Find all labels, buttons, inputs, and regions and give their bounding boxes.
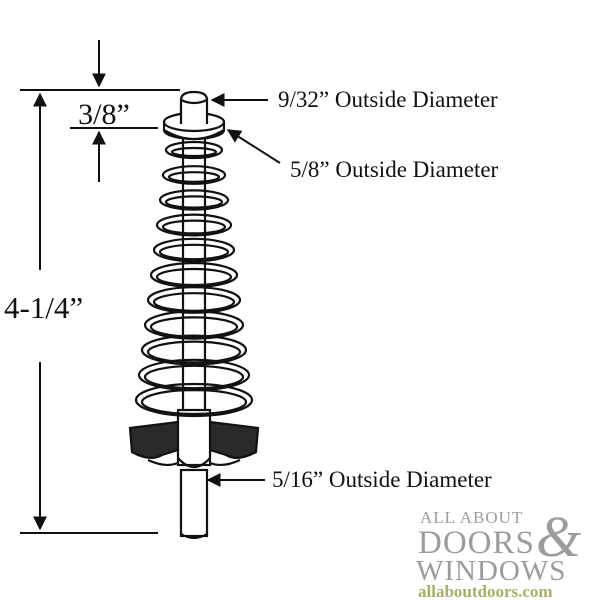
spring-coil xyxy=(134,382,254,418)
spring-coil xyxy=(161,165,227,185)
logo-url: allaboutdoors.com xyxy=(418,582,553,600)
spring-coil-inner xyxy=(158,243,230,261)
logo-ampersand: & xyxy=(536,504,581,569)
logo-line-doors: DOORS xyxy=(418,525,535,561)
spring-coil xyxy=(164,140,224,160)
logo-line-all-about: ALL ABOUT xyxy=(420,508,523,527)
spring-callout-arrow xyxy=(226,129,281,164)
overall-length-label: 4-1/4” xyxy=(4,290,83,325)
spring-coil-inner xyxy=(143,364,245,390)
spring-part xyxy=(128,90,260,540)
spring-coil xyxy=(158,189,230,211)
spring-coil-inner xyxy=(146,340,242,364)
spring-coil xyxy=(143,310,245,340)
shaft xyxy=(179,468,209,540)
shaft-diameter-callout: 5/16” Outside Diameter xyxy=(272,467,492,492)
spring-coil xyxy=(140,334,248,366)
spring-coil-inner xyxy=(170,146,218,158)
brand-logo: ALL ABOUT DOORS & WINDOWS allaboutdoors.… xyxy=(416,504,581,600)
spring-coil xyxy=(146,286,242,314)
spring-coil-inner xyxy=(140,388,248,416)
spring-coil-inner xyxy=(155,267,233,287)
spring-coil-inner xyxy=(167,171,221,183)
retainer-collar xyxy=(128,408,260,469)
spring-coil-inner xyxy=(152,292,236,312)
tip-diameter-callout: 9/32” Outside Diameter xyxy=(278,87,498,112)
spring-coils xyxy=(134,140,254,418)
spring-coil-inner xyxy=(164,195,224,209)
spring-coil-inner xyxy=(161,219,227,235)
spring-coil xyxy=(149,261,239,289)
logo-line-windows: WINDOWS xyxy=(416,555,566,587)
dimension-lines xyxy=(20,40,281,534)
spring-diameter-callout: 5/8” Outside Diameter xyxy=(290,157,499,182)
spring-coil xyxy=(152,237,236,263)
tip-pin xyxy=(179,90,209,124)
spring-coil xyxy=(155,213,233,237)
tip-height-label: 3/8” xyxy=(78,98,130,131)
spring-coil-inner xyxy=(149,316,239,338)
